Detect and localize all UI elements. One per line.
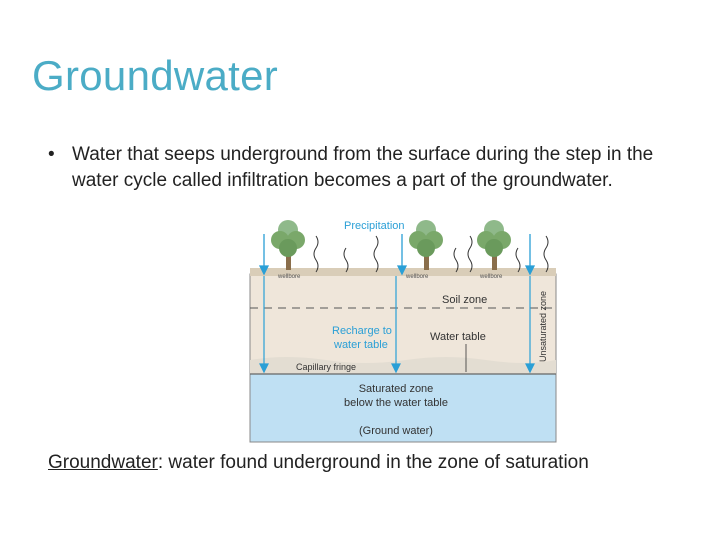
wellhead-label: wellbore [277,274,301,280]
definition-text: : water found underground in the zone of… [158,452,589,473]
water-table-label: Water table [430,331,486,343]
wellhead-label: wellbore [405,274,429,280]
tree-right [477,220,511,270]
wellhead-label: wellbore [479,274,503,280]
bullet-text: Water that seeps underground from the su… [72,142,698,194]
bullet-point: • Water that seeps underground from the … [48,142,698,194]
recharge-label-line1: Recharge to [332,325,392,337]
footer-definition: Groundwater: water found underground in … [48,452,589,474]
slide-title: Groundwater [32,52,278,100]
definition-term: Groundwater [48,452,158,473]
precipitation-label: Precipitation [344,220,405,232]
groundwater-diagram: wellbore wellbore wellbore Precipitation… [246,216,566,446]
recharge-label-line2: water table [333,339,388,351]
tree-left [271,220,305,270]
groundwater-label: (Ground water) [359,425,433,437]
bullet-dot-icon: • [48,142,55,168]
tree-middle [409,220,443,270]
saturated-zone-label-line1: Saturated zone [359,383,434,395]
unsaturated-zone-label: Unsaturated zone [538,291,548,362]
capillary-fringe-label: Capillary fringe [296,362,356,372]
saturated-zone-label-line2: below the water table [344,397,448,409]
soil-zone-label: Soil zone [442,294,487,306]
